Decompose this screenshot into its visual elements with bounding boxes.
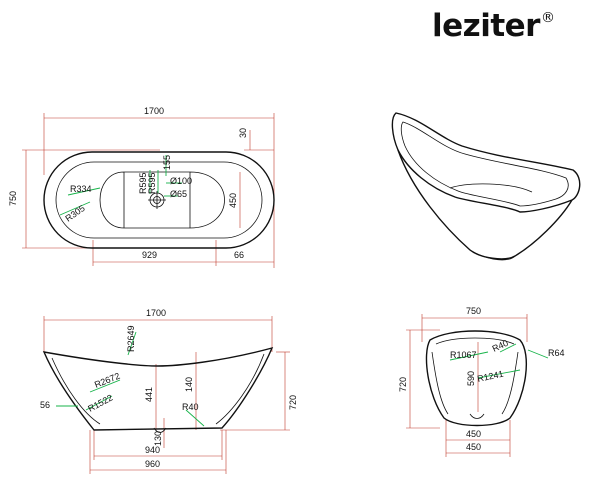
top-view: 1700 750 30 929 66 R334 R305 155 R595 R5… [8, 106, 275, 268]
side-curve-label: R2649 [126, 325, 136, 352]
perspective-view [391, 112, 581, 261]
side-view: 1700 R2649 140 720 441 R2672 R1522 56 R4… [40, 308, 298, 474]
top-hole-y-label: 155 [162, 155, 172, 170]
end-height-label: 720 [398, 377, 408, 392]
end-drain [469, 413, 485, 419]
side-base-r-label: R40 [182, 402, 199, 412]
top-drain-a-label: R595 [138, 172, 148, 194]
r40-leader [499, 343, 517, 353]
end-inner-r-label: R1067 [450, 350, 477, 360]
r64-leader [527, 349, 549, 359]
side-rim-r-label: R2672 [93, 371, 121, 390]
end-outline [425, 330, 527, 427]
top-outer-rim [43, 151, 275, 249]
registered-mark: ® [540, 10, 555, 26]
top-basin-len-label: 929 [142, 250, 157, 260]
top-width-label: 750 [8, 191, 18, 206]
top-drain-b-label: R595 [147, 172, 157, 194]
side-base-len-label: 940 [145, 445, 160, 455]
top-inner-rim [55, 161, 263, 239]
top-drain-c-label: Ø65 [170, 189, 187, 199]
end-inner-rim [435, 337, 515, 345]
side-bottom-len-label: 960 [145, 459, 160, 469]
side-side-r-label: R1522 [86, 392, 114, 413]
top-rim-label: 30 [238, 128, 248, 138]
perspective-body [397, 149, 573, 260]
side-foot-h-label: 130 [153, 431, 163, 446]
perspective-rim [391, 112, 581, 213]
end-inner-h-label: 590 [466, 371, 476, 386]
perspective-base [469, 249, 516, 261]
side-depth-label: 140 [184, 377, 194, 392]
side-r40-leader [185, 409, 205, 427]
end-base-w2-label: 450 [466, 442, 481, 452]
end-inner-left [431, 351, 449, 415]
side-inner-h-label: 441 [144, 387, 154, 402]
top-offset-label: 66 [234, 250, 244, 260]
end-base-w1-label: 450 [466, 429, 481, 439]
side-outline [42, 346, 274, 431]
r1067-leader [449, 351, 489, 361]
end-corner-r-label: R64 [548, 348, 565, 358]
perspective-inner-rim [400, 121, 569, 207]
brand-name: leziter [432, 8, 540, 44]
r1241-leader [477, 369, 521, 379]
top-drain-d-label: Ø100 [170, 176, 192, 186]
r334-leader [67, 187, 101, 196]
top-inner-w-label: 450 [228, 193, 238, 208]
top-r-end-label: R334 [70, 184, 92, 194]
side-inner-right [215, 353, 265, 425]
perspective-inner-floor [449, 183, 533, 193]
end-view: 750 720 R1067 R40 R64 590 R1241 450 450 [398, 306, 565, 457]
top-r-corner-label: R305 [63, 203, 86, 224]
side-height-label: 720 [288, 395, 298, 410]
side-lip-label: 56 [40, 400, 50, 410]
r2649-leader [127, 331, 137, 356]
r2672-leader [89, 379, 121, 393]
top-basin-end-left [99, 171, 125, 229]
end-inner-right [501, 351, 519, 415]
side-inner-left [51, 357, 101, 425]
r305-leader [59, 201, 91, 216]
side-drain [153, 427, 167, 433]
end-side-r-label: R1241 [476, 369, 504, 384]
end-width-label: 750 [466, 306, 481, 316]
side-length-label: 1700 [146, 308, 166, 318]
top-basin-end-right [189, 171, 225, 229]
brand-logo: leziter® [432, 8, 555, 44]
r1522-leader [85, 395, 113, 411]
top-length-label: 1700 [144, 106, 164, 116]
